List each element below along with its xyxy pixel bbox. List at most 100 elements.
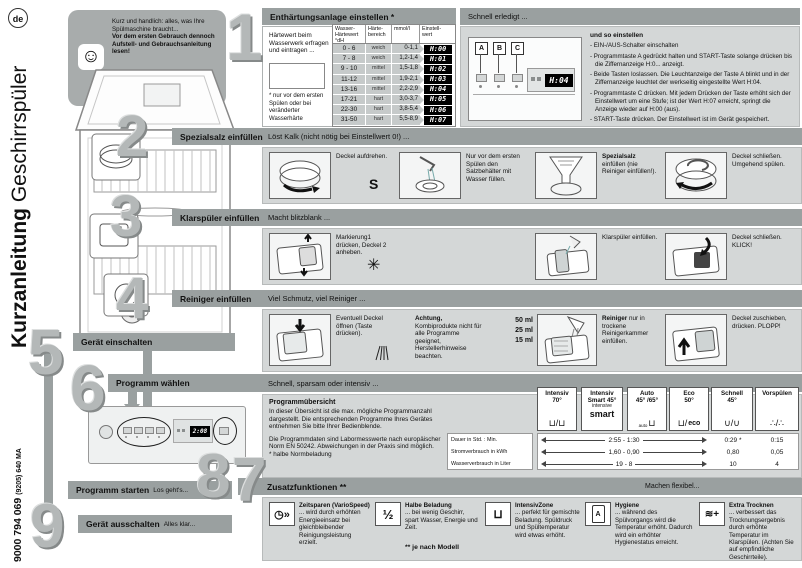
- step3-title: Klarspüler einfüllen: [180, 212, 260, 223]
- hardness-footnote: * nur vor dem ersten Spülen oder bei ver…: [269, 93, 324, 122]
- setting-display: H:06: [424, 105, 452, 115]
- arrow-right-icon: [702, 461, 710, 467]
- program-eco-icon: ⊔/eco: [677, 418, 701, 428]
- button-label-b: B: [493, 42, 506, 55]
- instruction-step: START-Taste drücken. Der Einstellwert is…: [590, 116, 792, 124]
- step4-title: Reiniger einfüllen: [180, 293, 252, 304]
- step4-title-bar: Reiniger einfüllen Viel Schmutz, viel Re…: [172, 290, 802, 307]
- instruction-step: Programmtaste C drücken. Mit jedem Drück…: [590, 90, 792, 113]
- step2-caption-3: Spezialsalz einfüllen (nie Reiniger einf…: [602, 153, 657, 176]
- detergent-icon: [375, 345, 389, 361]
- display-zone: H:04: [527, 68, 575, 92]
- step1-right-bar: Schnell erledigt ...: [460, 8, 800, 25]
- control-panel-abc-illustration: A B C H:04: [468, 37, 582, 121]
- model-footnote: ** je nach Modell: [405, 544, 460, 551]
- salt-cap-open-illustration: [269, 152, 331, 199]
- hardness-table-header: Wasser-Härtewert °dH Härte-bereich mmol/…: [333, 25, 455, 44]
- rinse-aid-close-illustration: [665, 233, 727, 280]
- step8-title-bar: Programm starten Los geht's...: [68, 481, 232, 499]
- row-arrow-icon: [420, 116, 424, 125]
- language-badge: de: [8, 8, 28, 28]
- program-button-c[interactable]: [512, 74, 523, 82]
- hygiene-icon: A: [585, 502, 611, 526]
- step-number-8: 8: [196, 442, 231, 511]
- connector-step6: [128, 392, 137, 406]
- step-number-1: 1: [226, 0, 263, 74]
- program-intensiv-icon: ⊔/⊔: [548, 418, 566, 428]
- step4-subtitle: Viel Schmutz, viel Reiniger ...: [268, 294, 366, 303]
- intro-text: Kurz und handlich: alles, was Ihre Spülm…: [112, 18, 215, 56]
- program-vorspuelen: Vorspülen ∴/∴: [755, 387, 799, 431]
- data-row-energy: 1,60 - 0,90 0,80 0,05: [538, 446, 798, 458]
- time-save-icon: ◷»: [269, 502, 295, 526]
- step-number-6: 6: [70, 352, 106, 424]
- step3-subtitle: Macht blitzblank ...: [268, 213, 331, 222]
- step3-body: Markierung1 drücken, Deckel 2 anheben. ✳…: [262, 228, 802, 285]
- label-stem: [516, 54, 517, 73]
- setting-display: H:01: [424, 54, 452, 64]
- hardness-table: Wasser-Härtewert °dH Härte-bereich mmol/…: [332, 24, 456, 127]
- salt-refill-icon: S: [369, 176, 379, 192]
- step2-caption-4: Deckel schließen. Umgehend spülen.: [732, 153, 785, 168]
- program-button-a[interactable]: [476, 74, 487, 82]
- step-number-3: 3: [110, 184, 143, 249]
- step4-warning: Achtung, Kombiprodukte nicht für alle Pr…: [415, 315, 482, 360]
- step8-title: Programm starten: [76, 485, 150, 495]
- step7-title: Zusatzfunktionen **: [267, 481, 347, 492]
- display-glyph-icon: [537, 77, 541, 81]
- page-title-light: Geschirrspüler: [8, 65, 31, 203]
- control-panel-illustration: 2:08: [88, 406, 246, 464]
- arrow-right-icon: [702, 437, 710, 443]
- button-label-a: A: [475, 42, 488, 55]
- overview-title: Programmübersicht: [269, 399, 336, 406]
- program-auto-icon: auto⊔: [638, 418, 656, 429]
- arrow-left-icon: [538, 449, 546, 455]
- rinse-aid-fill-illustration: [535, 233, 597, 280]
- power-button[interactable]: [99, 425, 113, 439]
- display-glyph-icon: [182, 429, 185, 432]
- zusatz-item-halbe-beladung: Halbe Beladung... bei wenig Geschirr, sp…: [405, 502, 478, 532]
- dosage-labels: 50 ml 25 ml 15 ml: [515, 317, 533, 344]
- step2-caption-1: Deckel aufdrehen.: [336, 153, 388, 160]
- step3-caption-3: Deckel schließen. KLICK!: [732, 234, 782, 249]
- step-number-2: 2: [116, 104, 149, 169]
- row-arrow-icon: [420, 45, 424, 54]
- rinse-aid-icon: ✳: [367, 257, 381, 274]
- display-zone: 2:08: [173, 419, 213, 443]
- instruction-step: EIN-/AUS-Schalter einschalten: [590, 42, 792, 50]
- smiley-icon: ☺: [78, 44, 104, 70]
- program-button-b[interactable]: [494, 74, 505, 82]
- rinse-aid-lid-illustration: [269, 233, 331, 280]
- display-glyph-icon: [177, 429, 180, 432]
- setting-display: H:00: [424, 44, 452, 54]
- step9-title-bar: Gerät ausschalten Alles klar...: [78, 515, 232, 533]
- step7-subtitle: Machen flexibel...: [645, 483, 700, 490]
- time-display: 2:08: [190, 426, 210, 437]
- row-arrow-icon: [420, 65, 424, 74]
- step-number-5: 5: [28, 316, 64, 388]
- step6-subtitle: Schnell, sparsam oder intensiv ...: [268, 378, 379, 388]
- step7-body: ◷» Zeitsparen (VarioSpeed)... wird durch…: [262, 497, 802, 561]
- step4-body: Eventuell Deckel öffnen (Taste drücken).…: [262, 309, 802, 372]
- step1-title: Enthärtungsanlage einstellen *: [270, 11, 395, 22]
- fill-water-illustration: [399, 152, 461, 199]
- row-arrow-icon: [420, 96, 424, 105]
- start-button-highlight: [213, 417, 237, 445]
- step5-title-bar: Gerät einschalten: [73, 333, 235, 351]
- digit-display: H:04: [545, 74, 573, 87]
- row-arrow-icon: [420, 75, 424, 84]
- step2-caption-2: Nur vor dem ersten Spülen den Salzbehält…: [466, 153, 520, 183]
- step3-title-bar: Klarspüler einfüllen Macht blitzblank ..…: [172, 209, 802, 226]
- step-number-4: 4: [116, 266, 149, 331]
- arrow-right-icon: [702, 449, 710, 455]
- label-stem: [498, 54, 499, 73]
- hardness-entry-box[interactable]: [269, 63, 325, 89]
- step4-caption-2: Reiniger nur in trockene Reinigerkammer …: [602, 315, 649, 345]
